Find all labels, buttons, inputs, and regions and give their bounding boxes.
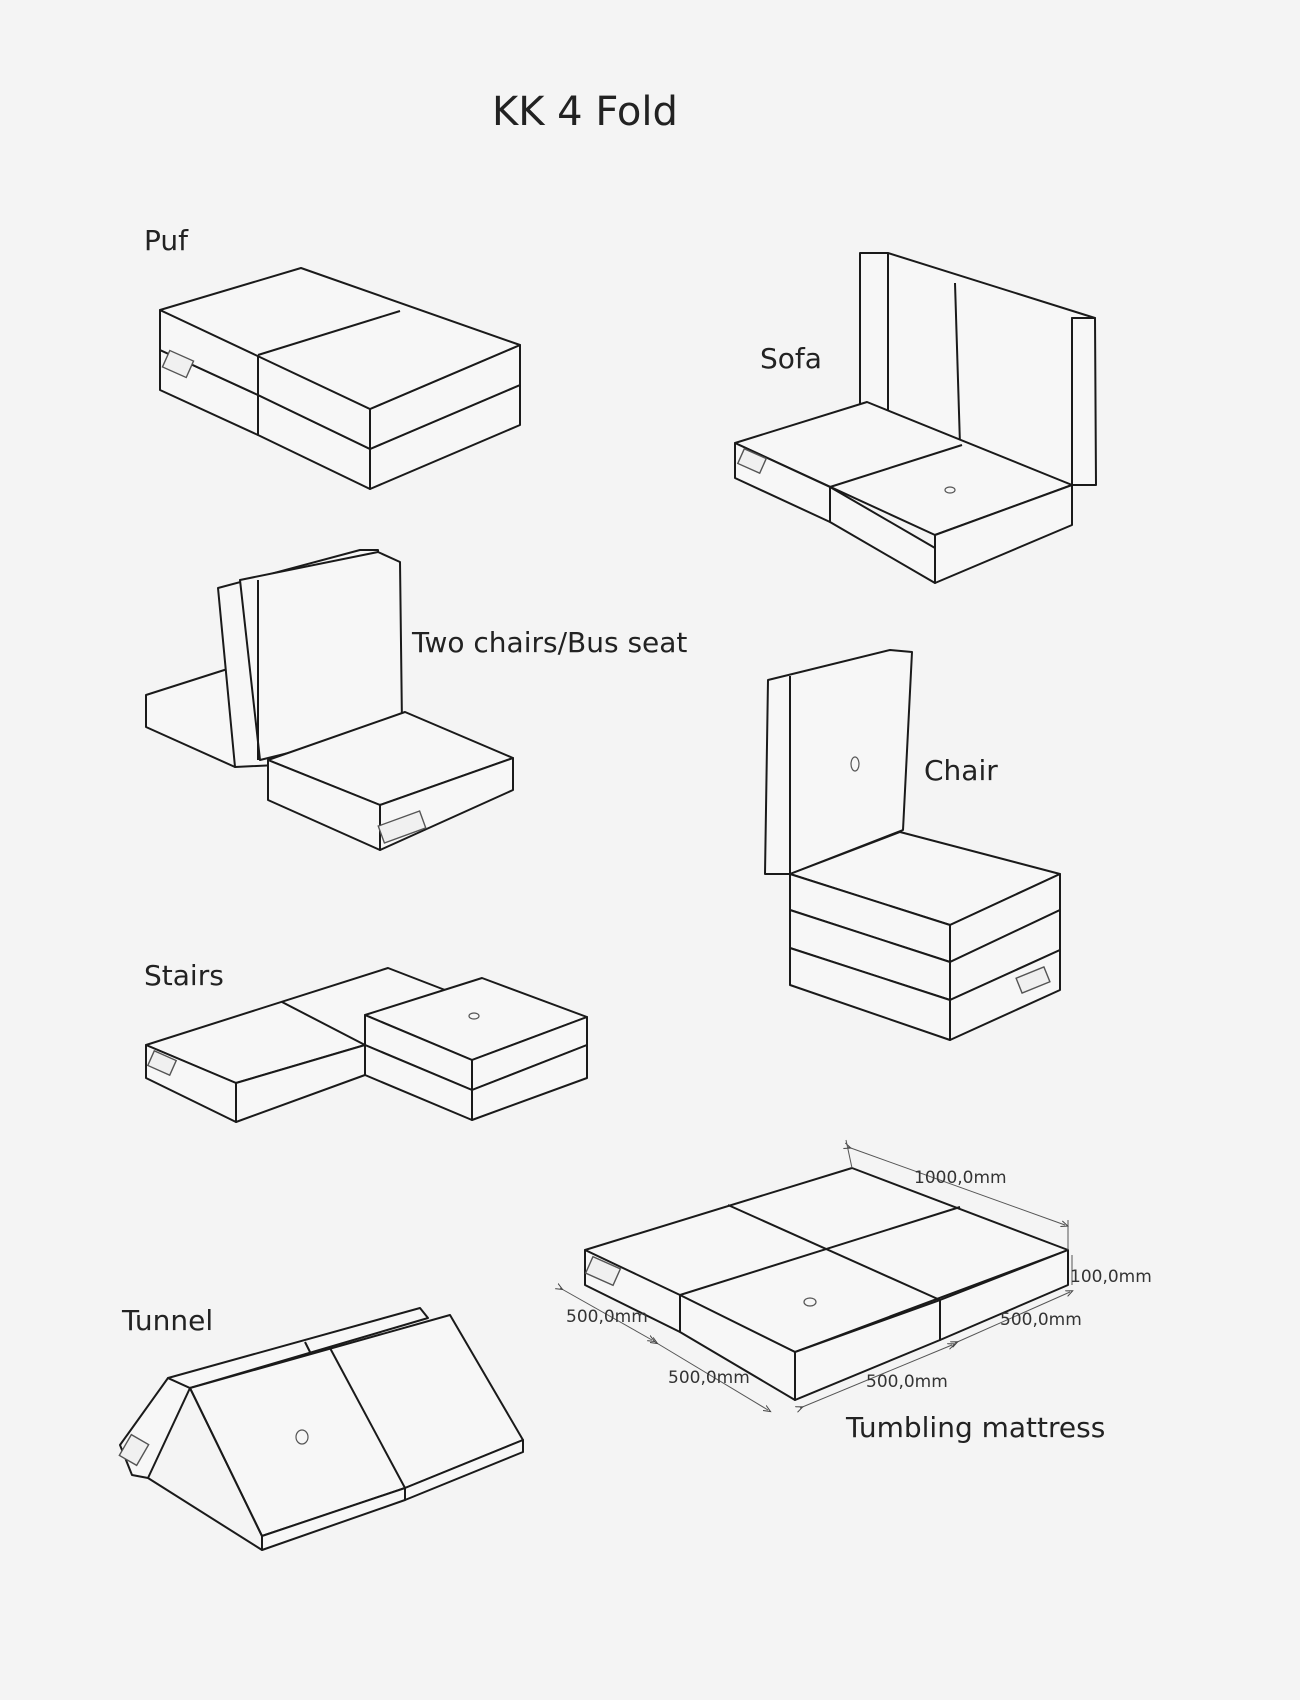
two-chairs-illustration [145, 549, 514, 851]
tunnel-label: Tunnel [121, 1304, 213, 1337]
sofa-illustration [734, 252, 1097, 584]
stairs-illustration [145, 967, 588, 1123]
chair-label: Chair [924, 754, 998, 787]
dimension-width-left-2: 500,0mm [668, 1368, 750, 1388]
dimension-width-right-2: 500,0mm [866, 1372, 948, 1392]
dimension-height: 100,0mm [1070, 1267, 1152, 1287]
puf-illustration [159, 267, 521, 490]
tunnel-illustration [118, 1307, 524, 1551]
sofa-label: Sofa [760, 342, 822, 375]
tumbling-mattress-illustration [560, 1139, 1072, 1410]
tumbling-mattress-label: Tumbling mattress [845, 1411, 1105, 1444]
puf-label: Puf [144, 224, 189, 257]
page-title: KK 4 Fold [492, 89, 678, 135]
dimension-width-right-1: 500,0mm [1000, 1310, 1082, 1330]
two-chairs-label: Two chairs/Bus seat [411, 626, 687, 659]
dimension-length: 1000,0mm [914, 1168, 1007, 1188]
chair-illustration [764, 649, 1061, 1041]
dimension-width-left-1: 500,0mm [566, 1307, 648, 1327]
stairs-label: Stairs [144, 959, 224, 992]
